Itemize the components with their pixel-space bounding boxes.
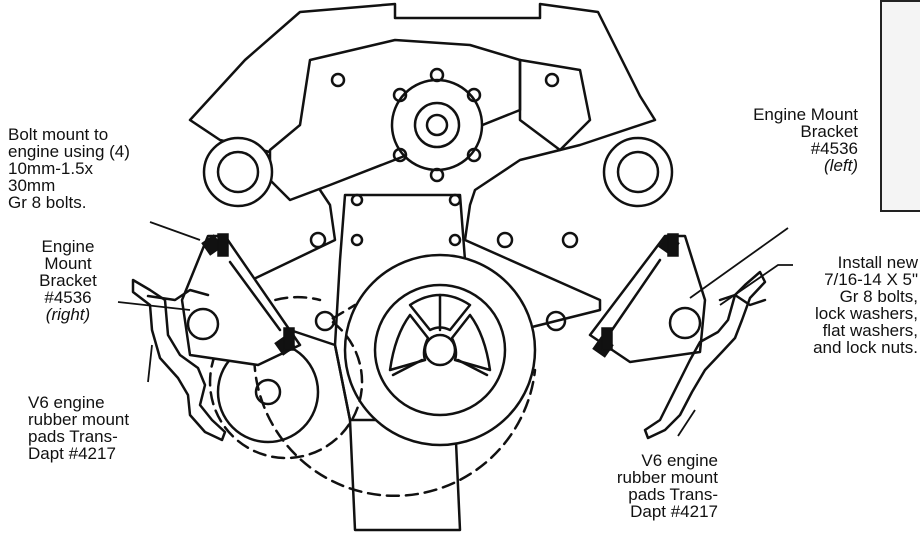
label-line: rubber mount	[616, 468, 718, 487]
label-line: 30mm	[8, 176, 56, 195]
lower-pulley-hub	[254, 378, 282, 406]
mount-bolt	[601, 327, 613, 351]
label-line: #4536	[44, 288, 92, 307]
label-pads-left: V6 engine rubber mount pads Trans- Dapt …	[28, 394, 129, 462]
label-line: Engine	[41, 237, 95, 256]
leader-install-bolts	[719, 264, 793, 306]
pulley-bolt-hole	[466, 147, 482, 163]
right-head-bore-inner	[616, 150, 660, 194]
rubber-mount-pad-left-inner	[146, 288, 210, 302]
label-line: Engine Mount	[753, 105, 858, 124]
label-line: Dapt #4217	[630, 502, 718, 521]
mount-bolt	[667, 233, 679, 257]
balancer-window	[408, 293, 472, 332]
belt-dashed	[208, 303, 364, 460]
label-line: 10mm-1.5x	[8, 159, 94, 178]
label-line: lock washers,	[815, 304, 918, 323]
block-hole	[330, 72, 346, 88]
label-bracket-right: Engine Mount Bracket #4536 (right)	[18, 238, 118, 323]
mount-pivot	[545, 310, 567, 332]
block-hole	[561, 231, 579, 249]
pulley-bolt-hole	[429, 67, 445, 83]
water-pump-bracket	[518, 58, 592, 152]
water-pump-center	[425, 113, 449, 137]
label-line: V6 engine	[28, 393, 105, 412]
label-line: #4536	[810, 139, 858, 158]
rubber-mount-pad-left	[131, 278, 227, 442]
block-hole	[350, 233, 364, 247]
crank-hub	[423, 333, 457, 367]
label-line: Bracket	[800, 122, 858, 141]
balancer-ring	[373, 283, 507, 417]
label-line: engine using (4)	[8, 142, 130, 161]
leader-bolt-mount	[149, 221, 201, 241]
pulley-bolt-hole	[392, 87, 408, 103]
label-pads-right: V6 engine rubber mount pads Trans- Dapt …	[560, 452, 718, 520]
pulley-bolt-hole	[429, 167, 445, 183]
left-head-bore	[202, 136, 274, 208]
label-line: pads Trans-	[628, 485, 718, 504]
engine-mount-bracket-left	[588, 234, 707, 364]
leader-bracket-left	[689, 227, 789, 299]
label-line: Bracket	[39, 271, 97, 290]
label-line: Gr 8 bolts.	[8, 193, 87, 212]
balancer-window	[450, 313, 492, 372]
label-line: flat washers,	[822, 321, 918, 340]
leader-bracket-right	[117, 301, 191, 311]
water-pump-hub	[413, 101, 461, 149]
balancer-window	[388, 313, 430, 372]
label-bolt-mount: Bolt mount to engine using (4) 10mm-1.5x…	[8, 126, 130, 211]
label-line: Mount	[44, 254, 92, 273]
pulley-bolt-hole	[392, 147, 408, 163]
block-hole	[544, 72, 560, 88]
left-head-bore-inner	[216, 150, 260, 194]
label-side: (left)	[824, 156, 858, 175]
pulley-bolt-hole	[466, 87, 482, 103]
bracket-bolt-hole	[186, 307, 220, 341]
right-head-bore	[602, 136, 674, 208]
mount-bolt	[217, 233, 229, 257]
label-line: pads Trans-	[28, 427, 118, 446]
label-line: and lock nuts.	[813, 338, 918, 357]
label-bracket-left: Engine Mount Bracket #4536 (left)	[690, 106, 858, 174]
label-side: (right)	[45, 305, 91, 324]
label-line: Install new	[837, 253, 918, 272]
mount-pivot	[314, 310, 336, 332]
leader-pads-left	[147, 344, 153, 383]
block-hole	[496, 231, 514, 249]
label-line: rubber mount	[28, 410, 130, 429]
label-line: Dapt #4217	[28, 444, 116, 463]
bracket-slot	[610, 258, 662, 332]
rubber-mount-pad-right	[643, 270, 767, 440]
label-install-bolts: Install new 7/16-14 X 5" Gr 8 bolts, loc…	[760, 254, 918, 356]
label-line: V6 engine	[641, 451, 718, 470]
block-hole	[448, 233, 462, 247]
label-line: 7/16-14 X 5"	[824, 270, 918, 289]
belt-dashed	[253, 338, 537, 498]
block-hole	[448, 193, 462, 207]
bracket-bolt-hole	[668, 306, 702, 340]
block-hole	[309, 231, 327, 249]
block-hole	[350, 193, 364, 207]
label-line: Bolt mount to	[8, 125, 109, 144]
leader-pads-right	[677, 409, 696, 437]
label-line: Gr 8 bolts,	[839, 287, 918, 306]
harmonic-balancer	[343, 253, 537, 447]
inset-panel	[880, 0, 920, 212]
rubber-mount-pad-right-inner	[718, 293, 767, 307]
bracket-slot	[228, 260, 282, 332]
mount-bolt	[283, 327, 295, 351]
